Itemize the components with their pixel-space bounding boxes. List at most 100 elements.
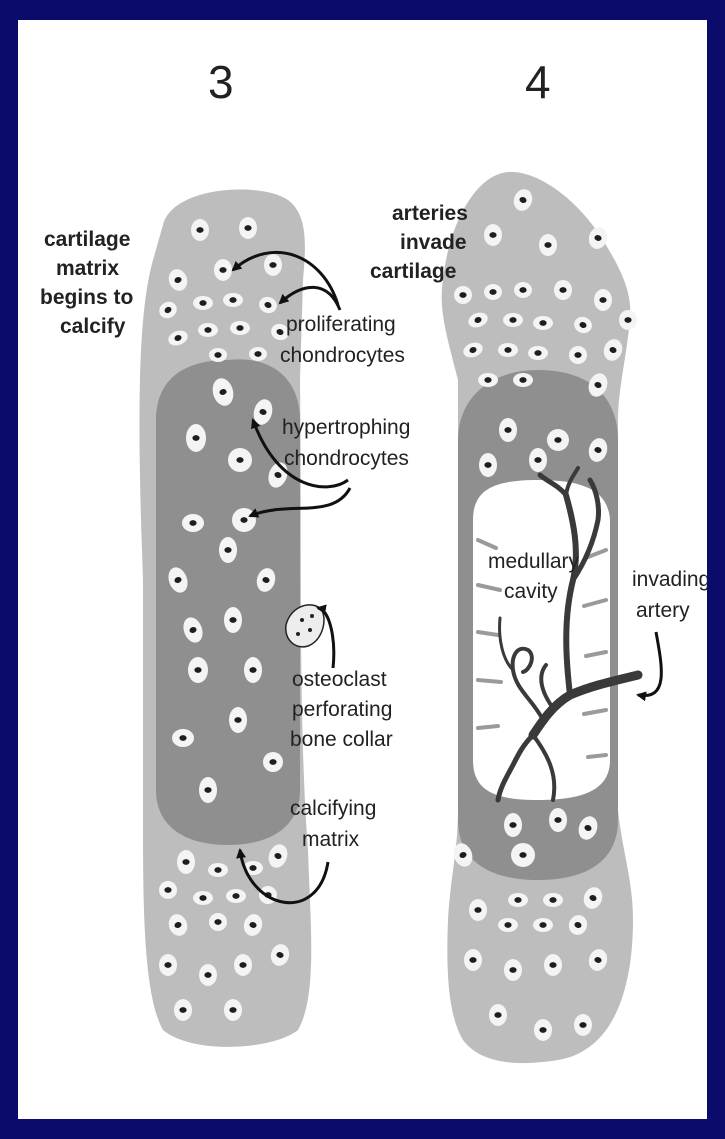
- chondrocyte-cell: [226, 889, 246, 903]
- chondrocyte-cell: [234, 954, 252, 976]
- chondrocyte-cell: [534, 1019, 552, 1041]
- chondrocyte-cell: [199, 964, 217, 986]
- svg-text:calcifying: calcifying: [290, 797, 376, 820]
- svg-text:artery: artery: [636, 599, 690, 622]
- stage-3-calcified-zone: [156, 359, 300, 845]
- svg-text:osteoclast: osteoclast: [292, 668, 387, 691]
- chondrocyte-cell: [229, 707, 247, 733]
- arrow-invading-artery: [638, 632, 661, 696]
- svg-text:hypertrophing: hypertrophing: [282, 416, 410, 439]
- stage-4-pointer-arrows: [638, 632, 661, 696]
- chondrocyte-cell: [533, 316, 553, 330]
- stage-4-bone: [442, 172, 637, 1063]
- chondrocyte-cell: [569, 346, 587, 364]
- svg-text:begins to: begins to: [40, 286, 133, 309]
- chondrocyte-cell: [186, 424, 206, 452]
- chondrocyte-cell: [549, 808, 567, 832]
- svg-text:cartilage: cartilage: [44, 228, 130, 251]
- chondrocyte-cell: [199, 777, 217, 803]
- chondrocyte-cell: [508, 893, 528, 907]
- chondrocyte-cell: [208, 863, 228, 877]
- svg-text:bone collar: bone collar: [290, 728, 393, 751]
- chondrocyte-cell: [244, 657, 262, 683]
- chondrocyte-cell: [172, 729, 194, 747]
- svg-text:matrix: matrix: [302, 828, 360, 851]
- label-osteoclast: osteoclast perforating bone collar: [290, 668, 393, 751]
- chondrocyte-cell: [544, 954, 562, 976]
- chondrocyte-cell: [239, 217, 257, 239]
- chondrocyte-cell: [232, 508, 256, 532]
- chondrocyte-cell: [198, 323, 218, 337]
- chondrocyte-cell: [174, 999, 192, 1021]
- stage-3-number: 3: [208, 56, 234, 108]
- chondrocyte-cell: [514, 282, 532, 298]
- chondrocyte-cell: [479, 453, 497, 477]
- chondrocyte-cell: [182, 514, 204, 532]
- chondrocyte-cell: [489, 1004, 507, 1026]
- chondrocyte-cell: [498, 343, 518, 357]
- medullary-cavity: [473, 480, 610, 800]
- svg-text:invading: invading: [632, 568, 707, 591]
- label-arteries: arteries invade cartilage: [370, 202, 468, 283]
- chondrocyte-cell: [499, 418, 517, 442]
- chondrocyte-cell: [504, 959, 522, 981]
- chondrocyte-cell: [498, 918, 518, 932]
- chondrocyte-cell: [464, 949, 482, 971]
- chondrocyte-cell: [539, 234, 557, 256]
- chondrocyte-cell: [511, 843, 535, 867]
- label-calcify: cartilage matrix begins to calcify: [40, 228, 133, 338]
- chondrocyte-cell: [159, 954, 177, 976]
- chondrocyte-cell: [529, 448, 547, 472]
- endochondral-ossification-diagram: 3: [18, 20, 707, 1119]
- chondrocyte-cell: [484, 224, 502, 246]
- chondrocyte-cell: [504, 813, 522, 837]
- chondrocyte-cell: [547, 429, 569, 451]
- svg-text:perforating: perforating: [292, 698, 392, 721]
- chondrocyte-cell: [193, 891, 213, 905]
- svg-text:cavity: cavity: [504, 580, 558, 603]
- chondrocyte-cell: [214, 259, 232, 281]
- chondrocyte-cell: [193, 296, 213, 310]
- chondrocyte-cell: [191, 219, 209, 241]
- svg-text:chondrocytes: chondrocytes: [280, 344, 405, 367]
- chondrocyte-cell: [264, 254, 282, 276]
- chondrocyte-cell: [478, 373, 498, 387]
- svg-text:arteries: arteries: [392, 202, 468, 225]
- svg-text:proliferating: proliferating: [286, 313, 396, 336]
- chondrocyte-cell: [503, 313, 523, 327]
- svg-text:chondrocytes: chondrocytes: [284, 447, 409, 470]
- chondrocyte-cell: [513, 373, 533, 387]
- chondrocyte-cell: [228, 448, 252, 472]
- svg-text:medullary: medullary: [488, 550, 580, 573]
- chondrocyte-cell: [209, 913, 227, 931]
- svg-text:cartilage: cartilage: [370, 260, 456, 283]
- chondrocyte-cell: [533, 918, 553, 932]
- chondrocyte-cell: [594, 289, 612, 311]
- chondrocyte-cell: [263, 752, 283, 772]
- chondrocyte-cell: [543, 893, 563, 907]
- svg-text:calcify: calcify: [60, 315, 126, 338]
- chondrocyte-cell: [224, 607, 242, 633]
- svg-text:matrix: matrix: [56, 257, 119, 280]
- chondrocyte-cell: [484, 284, 502, 300]
- chondrocyte-cell: [454, 286, 472, 304]
- chondrocyte-cell: [209, 348, 227, 362]
- chondrocyte-cell: [528, 346, 548, 360]
- chondrocyte-cell: [574, 1014, 592, 1036]
- chondrocyte-cell: [219, 537, 237, 563]
- chondrocyte-cell: [469, 899, 487, 921]
- chondrocyte-cell: [554, 280, 572, 300]
- chondrocyte-cell: [230, 321, 250, 335]
- chondrocyte-cell: [159, 881, 177, 899]
- chondrocyte-cell: [177, 850, 195, 874]
- chondrocyte-cell: [223, 293, 243, 307]
- diagram-panel: 3: [18, 20, 707, 1119]
- chondrocyte-cell: [188, 657, 208, 683]
- svg-text:invade: invade: [400, 231, 467, 254]
- chondrocyte-cell: [249, 347, 267, 361]
- chondrocyte-cell: [619, 310, 637, 330]
- label-hypertrophing: hypertrophing chondrocytes: [282, 416, 410, 470]
- label-invading: invading artery: [632, 568, 707, 622]
- stage-4-number: 4: [525, 56, 551, 108]
